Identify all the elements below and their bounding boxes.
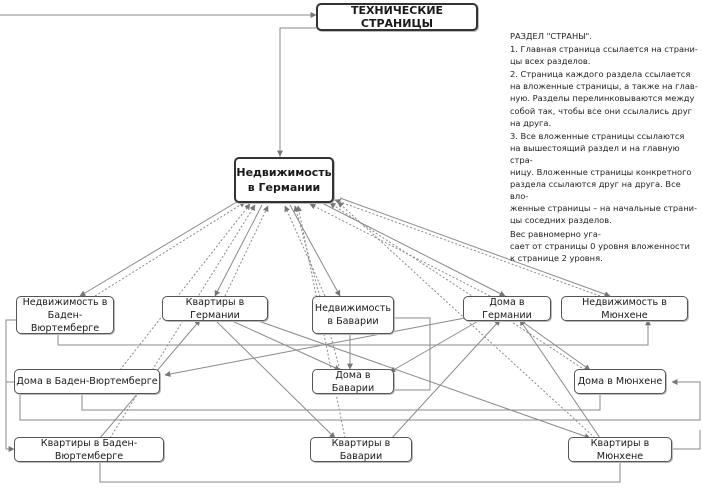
bus-bottom [99,462,621,483]
bus-right-a [672,430,701,450]
node-apartments-bw: Квартиры в Баден-Вюртемберге [14,437,164,462]
edge-nbav-main [284,205,326,297]
node-houses-bw: Дома в Баден-Вюртемберге [14,369,160,394]
edge-main-nbav [289,204,341,297]
edge-main-housesde [319,201,506,297]
bus-level1 [57,319,651,346]
node-apartments-bavaria: Квартиры в Баварии [310,437,412,462]
edge-housesde-hbw [164,317,466,377]
section-notes: РАЗДЕЛ "СТРАНЫ". 1. Главная страница ссы… [510,30,700,265]
node-houses-munich: Дома в Мюнхене [574,369,666,394]
edge-main-nmun [339,197,611,297]
bus-left [5,319,16,452]
edge-aptde-amun [249,317,591,440]
edge-nmun-main [334,199,601,297]
edge-main-nbw [79,199,241,297]
edge-abw-main [109,204,256,439]
edge-housesde-hbav [389,319,481,373]
node-real-estate-bw: Недвижимость в Баден-Вюртемберге [16,296,114,334]
node-main-real-estate-germany: Недвижимость в Германии [234,157,334,203]
note-rule-3: 3. Все вложенные страницы ссылаются на в… [510,130,698,226]
edge-abav-main [296,205,346,439]
node-real-estate-bavaria: Недвижимость в Баварии [312,296,394,334]
note-rule-2: 2. Страница каждого раздела ссылается на… [510,69,698,128]
node-real-estate-munich: Недвижимость в Мюнхене [561,296,688,321]
edge-hbw-main [119,203,251,371]
edge-abav-housesde [389,319,501,441]
note-title: РАЗДЕЛ "СТРАНЫ". [510,31,592,41]
edge-aptde-abav [214,319,336,439]
node-apartments-germany: Квартиры в Германии [162,296,268,321]
node-houses-germany: Дома в Германии [463,296,551,321]
node-apartments-munich: Квартиры в Мюнхене [568,437,672,462]
bus-level2 [81,394,601,411]
edge-hmun-main [329,202,586,371]
note-weight: Вес равномерно уга- сает от страницы 0 у… [510,228,690,263]
node-tech-pages: ТЕХНИЧЕСКИЕ СТРАНИЦЫ [316,3,478,31]
bus-h-a [19,379,701,421]
edge-main-to-tech [279,27,316,158]
bus-nbav-right [394,317,431,391]
edge-main-aptde [214,204,263,297]
node-houses-bavaria: Дома в Баварии [312,369,394,394]
edge-nbw-main [94,201,246,297]
edge-amun-housesde [519,319,601,439]
edge-housesde-main [309,203,491,297]
note-rule-1: 1. Главная страница ссылается на страни-… [510,44,698,67]
edge-aptde-main [224,205,269,297]
